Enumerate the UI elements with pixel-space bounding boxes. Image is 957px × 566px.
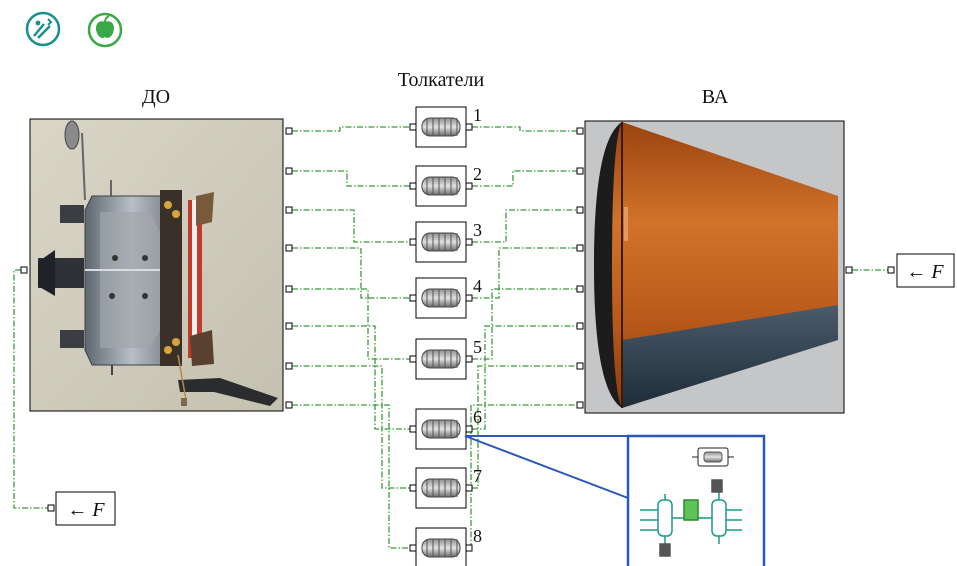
force-source-right-port[interactable] xyxy=(887,266,895,274)
capsule-port[interactable] xyxy=(576,127,584,135)
connection-wire xyxy=(472,170,577,187)
pusher-port-out[interactable] xyxy=(465,425,473,433)
force-source-left[interactable]: ← F xyxy=(55,491,116,526)
pusher-port-in[interactable] xyxy=(409,294,417,302)
pusher-port-in[interactable] xyxy=(409,544,417,552)
pusher-block-2[interactable]: 2 xyxy=(415,164,482,207)
pusher-port-in[interactable] xyxy=(409,355,417,363)
pushers-label: Толкатели xyxy=(398,69,485,91)
pushers-group: 1 2 3 4 5 6 7 8 xyxy=(415,105,482,566)
spacecraft-force-port[interactable] xyxy=(20,266,28,274)
pusher-port-out[interactable] xyxy=(465,484,473,492)
capsule-port[interactable] xyxy=(576,244,584,252)
capsule-block[interactable] xyxy=(584,120,845,414)
spacecraft-port[interactable] xyxy=(285,285,293,293)
pusher-port-out[interactable] xyxy=(465,238,473,246)
spacecraft-port[interactable] xyxy=(285,401,293,409)
pusher-number: 4 xyxy=(473,276,482,296)
spring-icon xyxy=(421,349,461,369)
connection-wire xyxy=(292,126,410,132)
connection-wire xyxy=(292,288,410,360)
spring-icon xyxy=(421,538,461,558)
force-source-left-port[interactable] xyxy=(47,504,55,512)
force-source-left-label: ← F xyxy=(67,499,105,521)
pusher-block-3[interactable]: 3 xyxy=(415,220,482,263)
pusher-number: 5 xyxy=(473,337,482,357)
capsule-port[interactable] xyxy=(576,285,584,293)
right-block-label: ВА xyxy=(702,86,729,108)
connection-lines xyxy=(13,126,888,549)
zoom-inset xyxy=(464,434,766,566)
pusher-port-out[interactable] xyxy=(465,544,473,552)
pusher-port-out[interactable] xyxy=(465,355,473,363)
spring-icon xyxy=(421,117,461,137)
spacecraft-port[interactable] xyxy=(285,167,293,175)
capsule-port[interactable] xyxy=(576,362,584,370)
spring-icon xyxy=(421,232,461,252)
spring-icon xyxy=(421,288,461,308)
capsule-port[interactable] xyxy=(576,206,584,214)
pusher-port-out[interactable] xyxy=(465,294,473,302)
force-source-right-label: ← F xyxy=(906,261,944,283)
spacecraft-port[interactable] xyxy=(285,206,293,214)
spring-icon xyxy=(421,478,461,498)
connection-wire xyxy=(472,325,577,430)
connection-wire xyxy=(292,365,410,489)
pusher-port-out[interactable] xyxy=(465,123,473,131)
capsule-port[interactable] xyxy=(576,167,584,175)
inset-spring-icon xyxy=(692,447,734,467)
capsule-port[interactable] xyxy=(576,322,584,330)
pusher-block-1[interactable]: 1 xyxy=(415,105,482,148)
spring-icon xyxy=(421,176,461,196)
physical-modeling-icon[interactable] xyxy=(24,10,62,48)
spacecraft-image xyxy=(38,120,278,406)
pusher-port-in[interactable] xyxy=(409,123,417,131)
pusher-port-in[interactable] xyxy=(409,238,417,246)
ports-group xyxy=(20,123,895,552)
capsule-image xyxy=(594,122,838,408)
apple-icon[interactable] xyxy=(86,10,124,48)
connection-wire xyxy=(472,288,577,360)
capsule-force-port[interactable] xyxy=(845,266,853,274)
connection-wire xyxy=(472,209,577,243)
pusher-port-in[interactable] xyxy=(409,484,417,492)
pusher-port-in[interactable] xyxy=(409,425,417,433)
pusher-number: 2 xyxy=(473,164,482,184)
spacecraft-port[interactable] xyxy=(285,362,293,370)
connection-wire xyxy=(292,247,410,299)
connection-wire xyxy=(472,247,577,299)
connection-wire xyxy=(292,404,410,549)
spring-icon xyxy=(421,419,461,439)
left-block-label: ДО xyxy=(142,86,170,108)
inset-mechanism-icon xyxy=(640,479,742,557)
connection-wire xyxy=(13,269,48,509)
pusher-number: 7 xyxy=(473,466,482,486)
connection-wire xyxy=(472,126,577,132)
capsule-port[interactable] xyxy=(576,401,584,409)
connection-wire xyxy=(292,170,410,187)
connection-wire xyxy=(470,404,577,549)
connection-wire xyxy=(292,325,410,430)
spacecraft-block[interactable] xyxy=(29,118,284,412)
spacecraft-port[interactable] xyxy=(285,244,293,252)
spacecraft-port[interactable] xyxy=(285,322,293,330)
force-source-right[interactable]: ← F xyxy=(896,253,955,288)
pusher-number: 1 xyxy=(473,105,482,125)
pusher-block-6[interactable]: 6 xyxy=(415,407,482,450)
pusher-number: 8 xyxy=(473,526,482,546)
connection-wire xyxy=(292,209,410,243)
pusher-number: 6 xyxy=(473,407,482,427)
spacecraft-port[interactable] xyxy=(285,127,293,135)
pusher-port-in[interactable] xyxy=(409,182,417,190)
pusher-block-5[interactable]: 5 xyxy=(415,337,482,380)
connection-wire xyxy=(472,365,577,489)
pusher-number: 3 xyxy=(473,220,482,240)
pusher-block-7[interactable]: 7 xyxy=(415,466,482,509)
pusher-port-out[interactable] xyxy=(465,182,473,190)
